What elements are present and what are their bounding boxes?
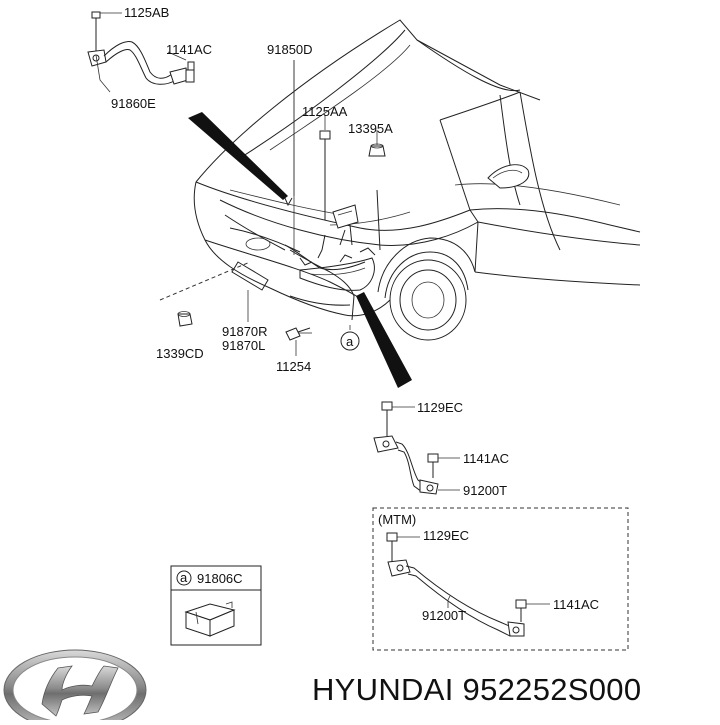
label-mtm: (MTM) [378,512,416,527]
label-1339cd: 1339CD [156,346,204,361]
marker-a [340,331,360,351]
hyundai-logo-icon [3,649,147,725]
battery-cable-91860e [87,11,195,85]
leaders-top [95,12,378,334]
brand-part-number: HYUNDAI 952252S000 [312,672,641,707]
grommet-13395a [368,143,386,157]
label-1141ac-mid: 1141AC [463,451,509,466]
legend-a-letter: a [180,570,188,585]
engine-harness [283,150,381,321]
label-1129ec-mtm: 1129EC [423,528,469,543]
label-91870l: 91870L [222,338,265,353]
label-91860e: 91860E [111,96,156,111]
marker-a-letter: a [346,334,354,349]
mtm-variant-box [372,507,629,651]
ground-cable-91200t [373,401,460,495]
label-1125ab: 1125AB [124,5,169,20]
label-1125aa: 1125AA [302,104,348,119]
label-13395a: 13395A [348,121,393,136]
bolt-1125aa [319,130,331,150]
label-91850d: 91850D [267,42,313,57]
label-91200t-mtm: 91200T [422,608,466,623]
pointer-bands [188,112,412,388]
label-11254: 11254 [276,359,311,374]
label-1141ac-top: 1141AC [166,42,212,57]
label-91870r: 91870R [222,324,268,339]
label-91806c: 91806C [197,571,243,586]
part-labels: 1125AB 1141AC 91860E 91850D 1125AA 13395… [111,5,599,623]
bolt-11254 [285,327,311,356]
label-91200t-mid: 91200T [463,483,507,498]
label-1141ac-mtm: 1141AC [553,597,599,612]
legend-relay-box [170,565,262,646]
clip-1339cd [177,311,193,327]
label-1129ec-mid: 1129EC [417,400,463,415]
